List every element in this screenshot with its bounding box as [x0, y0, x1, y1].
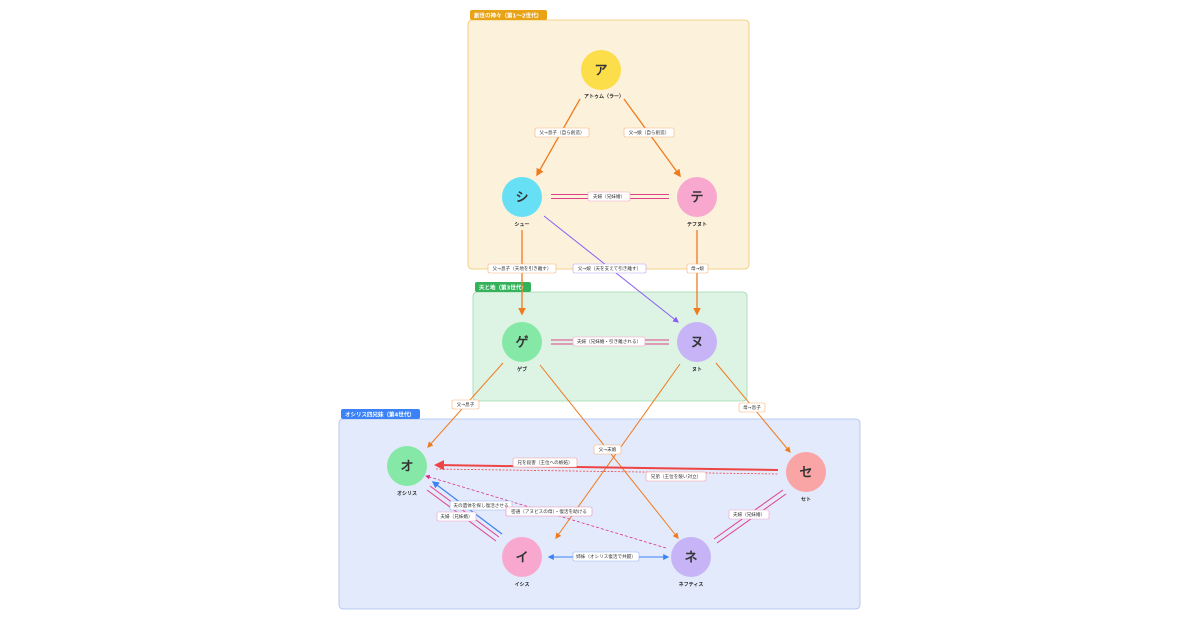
node-isis[interactable]: イ イシス	[502, 537, 542, 588]
group-creation: 創世の神々（第1〜2世代）	[467, 10, 750, 270]
svg-text:姉妹（オシリス復活で共闘）: 姉妹（オシリス復活で共闘）	[576, 553, 636, 560]
edge-label-geb-osiris: 父→息子	[451, 399, 480, 410]
node-set-glyph: セ	[799, 466, 812, 481]
node-geb[interactable]: ゲ ゲブ	[502, 322, 542, 373]
edge-label-shu-tefnut: 夫婦（兄妹婚）	[587, 191, 631, 202]
svg-text:夫婦（兄妹婚）: 夫婦（兄妹婚）	[733, 511, 765, 518]
svg-text:父→娘（天を支えて引き離す）: 父→娘（天を支えて引き離す）	[578, 265, 641, 272]
group-creation-title: 創世の神々（第1〜2世代）	[473, 12, 542, 20]
edge-label-shu-geb: 父→息子（天地を引き離す）	[487, 263, 557, 274]
edge-label-set-nephthys: 夫婦（兄妹婚）	[728, 509, 770, 520]
node-nephthys-glyph: ネ	[684, 551, 697, 566]
edge-label-set-osiris-murder: 兄を殺害（王位への嫉妬）	[512, 457, 578, 468]
group-sky-earth-title: 天と地（第3世代）	[479, 284, 527, 292]
edge-labels: 父→息子（自ら創造） 父→娘（自ら創造） 夫婦（兄妹婚） 父→息子（天地を引き離…	[436, 127, 770, 562]
edge-label-atum-shu: 父→息子（自ら創造）	[534, 127, 590, 138]
node-geb-glyph: ゲ	[515, 335, 528, 351]
svg-text:母→息子: 母→息子	[743, 404, 761, 411]
edge-label-set-osiris-rival: 兄弟（王位を競い対立）	[645, 471, 707, 482]
svg-text:夫の遺体を探し復活させる: 夫の遺体を探し復活させる	[453, 502, 508, 509]
node-atum-glyph: ア	[594, 64, 607, 79]
node-nephthys[interactable]: ネ ネフティス	[671, 537, 711, 588]
svg-text:父→末娘: 父→末娘	[599, 446, 617, 453]
node-set[interactable]: セ セト	[786, 452, 826, 503]
edge-label-isis-osiris-body: 夫の遺体を探し復活させる	[449, 500, 513, 511]
svg-text:父→娘（自ら創造）: 父→娘（自ら創造）	[629, 129, 670, 136]
svg-text:夫婦（兄妹婚）: 夫婦（兄妹婚）	[440, 513, 472, 520]
node-isis-glyph: イ	[515, 551, 528, 566]
node-tefnut-label: テフヌト	[687, 222, 707, 228]
edge-set-osiris-murder	[434, 460, 779, 471]
node-osiris-glyph: オ	[400, 460, 413, 475]
node-shu-label: シュー	[514, 222, 529, 228]
nodes: ア アトゥム（ラー） シ シュー テ テフヌト ゲ ゲブ ヌ ヌト オ オシリス	[387, 50, 826, 588]
svg-text:父→息子（天地を引き離す）: 父→息子（天地を引き離す）	[493, 265, 552, 272]
node-set-label: セト	[801, 497, 811, 503]
node-atum[interactable]: ア アトゥム（ラー）	[581, 50, 624, 100]
svg-text:兄弟（王位を競い対立）: 兄弟（王位を競い対立）	[651, 473, 702, 480]
node-geb-label: ゲブ	[517, 366, 527, 373]
svg-text:密通（アヌビスの母）・復活を助ける: 密通（アヌビスの母）・復活を助ける	[511, 508, 587, 515]
node-nut[interactable]: ヌ ヌト	[677, 322, 717, 373]
svg-text:父→息子: 父→息子	[457, 401, 475, 408]
node-shu[interactable]: シ シュー	[502, 177, 542, 228]
node-osiris[interactable]: オ オシリス	[387, 446, 427, 497]
node-nut-label: ヌト	[692, 367, 702, 373]
edge-label-geb-nut-daughters: 父→末娘	[593, 444, 622, 455]
node-shu-glyph: シ	[515, 191, 528, 206]
edge-label-tefnut-nut: 母→娘	[686, 263, 709, 274]
node-osiris-label: オシリス	[397, 490, 417, 497]
svg-text:夫婦（兄妹婚）: 夫婦（兄妹婚）	[593, 193, 625, 200]
svg-text:母→娘: 母→娘	[691, 265, 704, 272]
svg-text:父→息子（自ら創造）: 父→息子（自ら創造）	[539, 129, 584, 136]
edge-label-shu-nut: 父→娘（天を支えて引き離す）	[572, 263, 647, 274]
node-nephthys-label: ネフティス	[679, 581, 704, 588]
svg-text:夫婦（兄妹婚・引き離される）: 夫婦（兄妹婚・引き離される）	[577, 338, 641, 345]
edge-label-geb-nut: 夫婦（兄妹婚・引き離される）	[572, 336, 646, 347]
group-osiris-siblings-title: オシリス四兄妹（第4世代）	[345, 411, 415, 419]
node-nut-glyph: ヌ	[690, 336, 703, 351]
edge-label-nephthys-osiris: 密通（アヌビスの母）・復活を助ける	[505, 506, 593, 517]
node-tefnut[interactable]: テ テフヌト	[677, 177, 717, 228]
edge-label-isis-osiris-married: 夫婦（兄妹婚）	[436, 511, 477, 522]
edge-label-atum-tefnut: 父→娘（自ら創造）	[623, 127, 675, 138]
edge-label-nut-set: 母→息子	[738, 402, 766, 413]
edge-atum-tefnut	[623, 98, 681, 178]
node-atum-label: アトゥム（ラー）	[584, 94, 624, 100]
node-isis-label: イシス	[514, 582, 529, 588]
edge-label-isis-nephthys: 姉妹（オシリス復活で共闘）	[572, 551, 640, 562]
node-tefnut-glyph: テ	[690, 191, 703, 206]
svg-text:兄を殺害（王位への嫉妬）: 兄を殺害（王位への嫉妬）	[517, 459, 572, 466]
group-osiris-siblings: オシリス四兄妹（第4世代）	[338, 409, 861, 610]
edge-set-osiris-rival	[435, 468, 779, 475]
